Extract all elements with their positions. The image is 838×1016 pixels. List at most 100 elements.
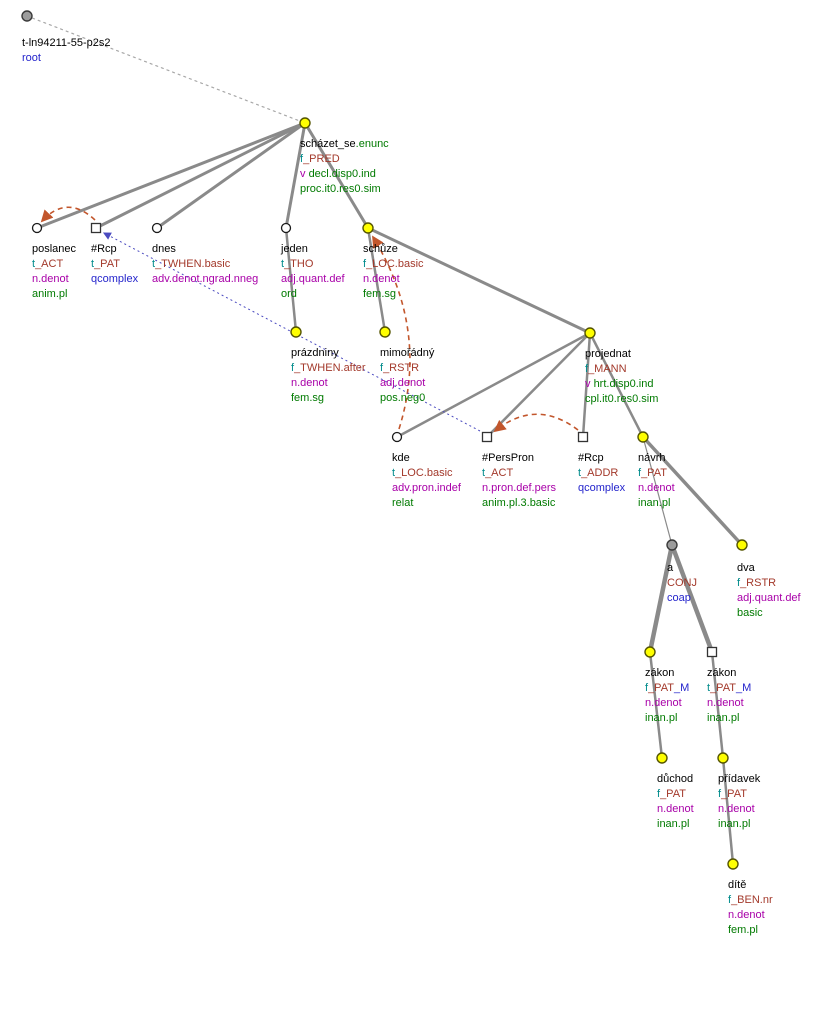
node-label-line: anim.pl: [32, 287, 76, 302]
tree-node-schazet-se[interactable]: [299, 117, 311, 129]
tree-node-dite[interactable]: [727, 858, 739, 870]
label-segment: _M: [673, 682, 690, 694]
tree-node-navrh[interactable]: [637, 431, 649, 443]
label-segment: _RSTR: [383, 362, 420, 374]
label-segment: dva: [737, 562, 755, 574]
node-label-line: inan.pl: [718, 817, 760, 832]
tree-node-root[interactable]: [21, 10, 33, 22]
label-segment: f: [380, 362, 384, 374]
label-segment: _THO: [284, 258, 314, 270]
label-segment: prázdniny: [291, 347, 339, 359]
label-segment: f: [638, 467, 642, 479]
node-label-line: n.denot: [728, 908, 773, 923]
tree-node-zakon1[interactable]: [644, 646, 656, 658]
tree-node-duchod[interactable]: [656, 752, 668, 764]
label-segment: návrh: [638, 452, 666, 464]
label-segment: _LOC.basic: [366, 258, 424, 270]
node-label-line: dva: [737, 561, 801, 576]
node-label-line: kde: [392, 451, 461, 466]
tree-edge-schuze-projednat: [366, 226, 592, 335]
tree-node-poslanec[interactable]: [31, 222, 43, 234]
label-segment: relat: [392, 497, 414, 509]
label-segment: root: [22, 52, 41, 64]
label-segment: .enunc: [355, 138, 389, 150]
label-segment: qcomplex: [91, 273, 139, 285]
tree-edge-navrh-a-conj: [642, 436, 673, 546]
label-segment: t: [152, 258, 156, 270]
node-label-line: relat: [392, 496, 461, 511]
node-label-line: CONJ: [667, 576, 697, 591]
tree-node-perspron[interactable]: [481, 431, 493, 443]
tree-edge-jeden-prazdniny: [284, 226, 298, 334]
label-segment: inan.pl: [645, 712, 678, 724]
node-label-line: scházet_se.enunc: [300, 137, 389, 152]
label-segment: schůze: [363, 243, 398, 255]
tree-edge-a-conj-zakon1: [647, 542, 675, 655]
node-label-line: pos.neg0: [380, 391, 434, 406]
node-label-line: f_LOC.basic: [363, 257, 424, 272]
node-label-line: t_TWHEN.basic: [152, 257, 258, 272]
label-segment: ord: [281, 288, 297, 300]
node-label-line: n.denot: [32, 272, 76, 287]
tree-node-rcp2[interactable]: [577, 431, 589, 443]
node-label-line: v hrt.disp0.ind: [585, 377, 658, 392]
label-segment: důchod: [657, 773, 694, 785]
label-segment: #Rcp: [91, 243, 117, 255]
tree-node-rcp1[interactable]: [90, 222, 102, 234]
node-label-line: cpl.it0.res0.sim: [585, 392, 658, 407]
label-segment: adv.pron.indef: [392, 482, 461, 494]
label-segment: n.denot: [707, 697, 744, 709]
tree-node-prazdniny[interactable]: [290, 326, 302, 338]
node-label-line: proc.it0.res0.sim: [300, 182, 389, 197]
tree-node-zakon2[interactable]: [706, 646, 718, 658]
tree-node-pridavek[interactable]: [717, 752, 729, 764]
tree-node-kde[interactable]: [391, 431, 403, 443]
tree-node-a-conj[interactable]: [666, 539, 678, 551]
tree-node-projednat[interactable]: [584, 327, 596, 339]
tree-node-schuze[interactable]: [362, 222, 374, 234]
node-label-line: basic: [737, 606, 801, 621]
tree-node-mimoradny[interactable]: [379, 326, 391, 338]
label-segment: f: [728, 894, 732, 906]
label-segment: dítě: [728, 879, 747, 891]
label-segment: a: [667, 562, 674, 574]
tree-edge-schazet-se-schuze: [303, 121, 370, 230]
label-segment: scházet_se: [300, 138, 356, 150]
tree-node-dnes[interactable]: [151, 222, 163, 234]
node-label-line: adj.quant.def: [281, 272, 345, 287]
tree-node-dva[interactable]: [736, 539, 748, 551]
label-segment: t: [392, 467, 396, 479]
label-segment: f: [737, 577, 741, 589]
tree-edge-root-schazet-se: [26, 15, 306, 124]
node-label-line: v decl.disp0.ind: [300, 167, 389, 182]
node-label-line: #Rcp: [91, 242, 138, 257]
label-segment: f: [291, 362, 295, 374]
tree-edge-pridavek-dite: [721, 756, 735, 866]
label-segment: anim.pl.3.basic: [482, 497, 556, 509]
tree-edge-zakon2-pridavek: [710, 650, 725, 760]
label-segment: n.denot: [638, 482, 675, 494]
tree-node-jeden[interactable]: [280, 222, 292, 234]
